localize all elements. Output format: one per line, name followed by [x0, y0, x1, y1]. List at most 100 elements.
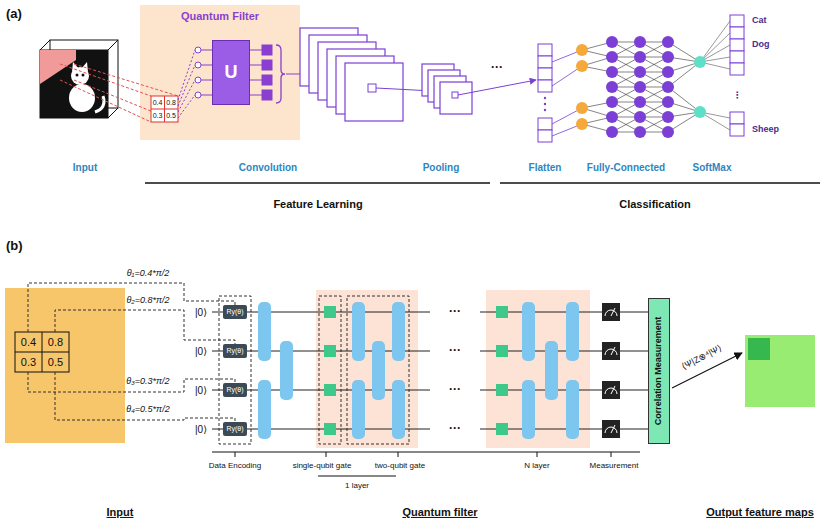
node-text: Ry(θ) — [226, 347, 243, 355]
measurement-symbol — [602, 303, 620, 321]
section-rules — [145, 182, 820, 184]
measurement-symbol — [611, 425, 615, 433]
two-qubit-gate — [566, 302, 579, 361]
encoding-lines — [55, 372, 235, 422]
filter-outputs — [262, 90, 272, 100]
circuit-axis — [326, 452, 327, 457]
encoding-lines — [219, 296, 251, 444]
softmax-cell — [730, 63, 744, 75]
two-qubit-gate — [522, 380, 535, 439]
node-text: U — [225, 63, 238, 83]
dense-neuron — [662, 81, 674, 93]
circuit-part-label: Data Encoding — [209, 462, 261, 471]
stage-label: Fully-Connected — [587, 162, 665, 173]
filter-outputs — [250, 95, 262, 96]
qubit-state: |0⟩ — [195, 385, 207, 396]
output-feature-map — [748, 338, 770, 360]
receptive-field-lines — [60, 64, 178, 122]
input-cube — [82, 74, 85, 77]
filter-inputs — [178, 65, 195, 106]
panel-label: (a) — [6, 7, 22, 21]
angle-label: θ₃=0.3*π/2 — [126, 377, 169, 387]
circuit-axis — [212, 452, 640, 476]
angle-label: θ₂=0.8*π/2 — [126, 296, 169, 306]
layer-bands — [486, 290, 590, 448]
qubit-state: |0⟩ — [195, 346, 207, 357]
measurement-symbol — [602, 420, 620, 438]
encoding-lines — [55, 310, 235, 344]
correlation-measurement-box: Correlation Measurement — [648, 298, 670, 444]
dense-neuron — [606, 96, 618, 108]
dense-neuron — [576, 44, 588, 56]
filter-inputs — [195, 92, 201, 98]
ellipsis-mark: ··· — [449, 305, 461, 318]
panel-label: (b) — [6, 239, 23, 253]
dense-neuron — [634, 36, 646, 48]
subfigure-title: Output feature maps — [706, 506, 814, 518]
dense-neuron — [634, 51, 646, 63]
filter-inputs — [178, 47, 212, 118]
input-image-b — [15, 352, 69, 353]
encoding-lines — [319, 296, 341, 444]
node-text: Ry(θ) — [226, 425, 243, 433]
dense-neuron — [606, 81, 618, 93]
single-qubit-gate — [324, 423, 336, 435]
measurement-symbol — [611, 347, 615, 355]
output-feature-map — [672, 335, 815, 407]
circuit-part-label: single-qubit gate — [293, 462, 352, 471]
filter-inputs — [195, 62, 201, 68]
dense-neuron — [606, 66, 618, 78]
dense-neuron — [576, 102, 588, 114]
filter-inputs — [178, 95, 195, 118]
ellipsis-mark: ··· — [449, 383, 461, 396]
two-qubit-gate — [372, 341, 385, 400]
stage-label: Pooling — [423, 162, 460, 173]
qubit-wire — [620, 351, 648, 352]
circuit-axis — [212, 452, 640, 453]
flatten-cell — [538, 44, 552, 56]
angle-label: θ₁=0.4*π/2 — [127, 269, 170, 279]
softmax-cell — [730, 27, 744, 39]
receptive-field-lines — [60, 64, 151, 96]
receptive-field-lines — [74, 64, 178, 96]
filter-inputs — [178, 50, 195, 100]
input-cube — [40, 50, 108, 118]
filter-outputs — [250, 80, 262, 81]
unitary-block: U — [212, 40, 250, 105]
pixel-value: 0.3 — [153, 112, 163, 120]
circuit-part-label: Measurement — [590, 462, 639, 471]
flatten-cell — [538, 130, 552, 142]
input-cube — [108, 40, 118, 50]
two-qubit-gate — [566, 380, 579, 439]
flatten-cell — [538, 80, 552, 92]
single-qubit-gate — [496, 345, 508, 357]
ellipsis-mark: ··· — [449, 422, 461, 435]
two-qubit-gate — [545, 341, 558, 400]
section-label: Classification — [619, 198, 691, 210]
node-fills — [140, 5, 300, 140]
two-qubit-gate — [392, 380, 405, 439]
filter-inputs — [201, 50, 212, 51]
node-text: Quantum Filter — [181, 10, 259, 22]
two-qubit-gate — [352, 302, 365, 361]
node-text: Correlation Measurement — [654, 317, 664, 426]
dense-neuron — [634, 126, 646, 138]
measurement-symbol — [611, 386, 615, 394]
flatten-dots — [544, 97, 546, 99]
two-qubit-gate — [392, 302, 405, 361]
dense-neuron — [662, 36, 674, 48]
patch-grid — [151, 96, 178, 122]
single-qubit-gate — [496, 423, 508, 435]
qubit-wire — [620, 429, 648, 430]
dense-neuron — [634, 96, 646, 108]
dense-neuron — [606, 51, 618, 63]
class-label: Sheep — [752, 125, 779, 135]
measurement-symbol — [602, 342, 620, 360]
input-cube — [40, 40, 50, 50]
single-qubit-gate — [324, 384, 336, 396]
single-qubit-gate — [496, 306, 508, 318]
conv-feature-map — [345, 63, 403, 121]
stage-label: Flatten — [529, 162, 562, 173]
pixel-value: 0.5 — [48, 356, 63, 368]
softmax-cell — [730, 39, 744, 51]
